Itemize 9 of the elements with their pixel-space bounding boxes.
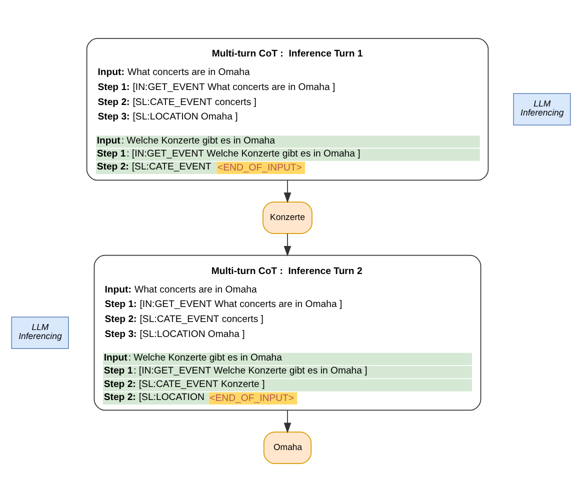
node-box: Omaha [263,432,312,464]
node-box: LLM Inferencing [513,93,571,126]
arrow [284,180,292,204]
node-box: LLM Inferencing [11,316,69,349]
node-box: Multi-turn CoT : Inference Turn 2 Input: What concerts are in Omaha Step 1: [IN:GET_EVENT What concerts are in Omaha ] Step 2: [SL:CATE_EVENT concerts ] Step 3: [SL:LOCATION Omaha ] Input: Welche Konzerte gibt es in Omaha Step 1: [IN:GET_EVENT Welche Konzerte gibt es in Omaha ] Step 2: [SL:CATE_EVENT Konzerte ] Step 2: [SL:LOCATION <END_OF_INPUT> [94,254,482,411]
node-box: Multi-turn CoT : Inference Turn 1 Input: What concerts are in Omaha Step 1: [IN:GET_EVENT What concerts are in Omaha ] Step 2: [SL:CATE_EVENT concerts ] Step 3: [SL:LOCATION Omaha ] Input: Welche Konzerte gibt es in Omaha Step 1: [IN:GET_EVENT Welche Konzerte gibt es in Omaha ] Step 2: [SL:CATE_EVENT <END_OF_INPUT> [86,38,489,181]
node-box: Konzerte [262,202,312,234]
arrow [284,410,292,434]
arrow [284,233,292,256]
